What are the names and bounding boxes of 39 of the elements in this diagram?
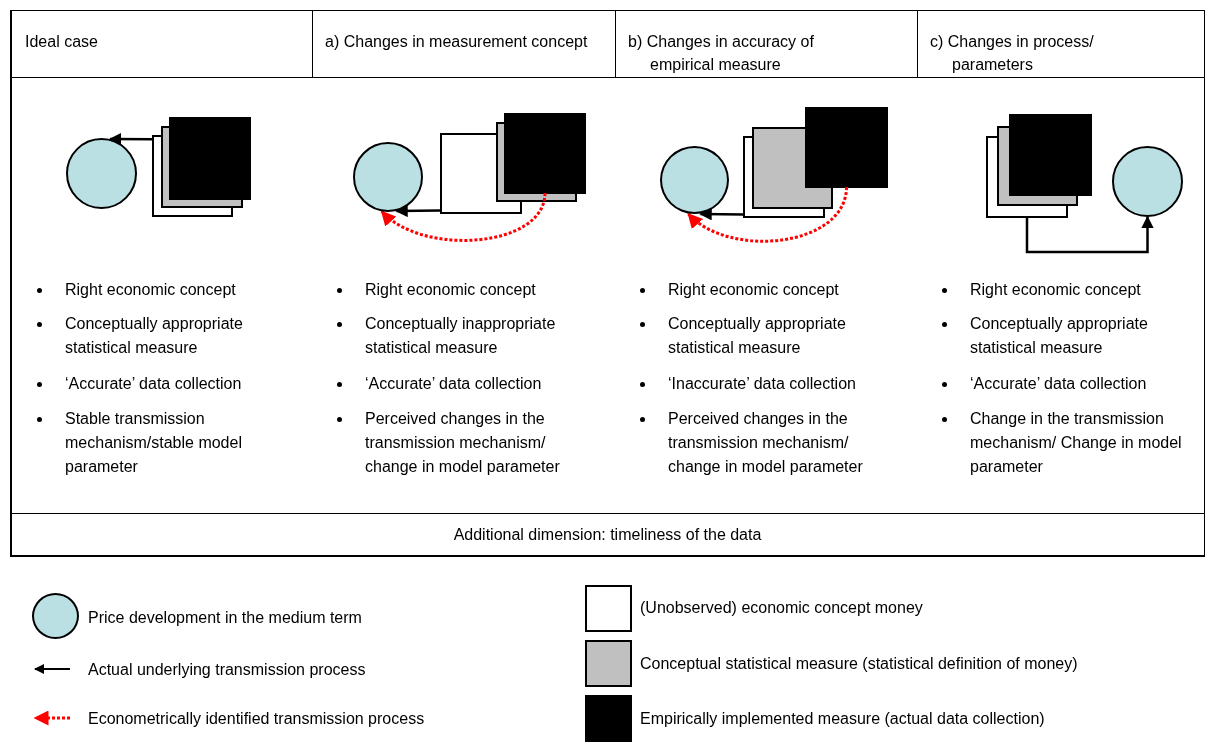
bullet-text: Conceptually appropriate statistical measure [65, 314, 244, 358]
column-heading: c) Changes in process/ parameters [930, 32, 1095, 75]
bullet-text: Perceived changes in the transmission mechanism/ change in model parameter [365, 409, 561, 477]
bullet-text: Right economic concept [970, 280, 1142, 300]
column-heading: b) Changes in accuracy of empirical measure [628, 32, 815, 75]
bullet-text: Right economic concept [65, 280, 237, 300]
bullet-text: ‘Accurate’ data collection [365, 374, 543, 394]
bullet-text: Stable transmission mechanism/stable model parameter [65, 409, 243, 477]
bullet-text: Perceived changes in the transmission mechanism/ change in model parameter [668, 409, 864, 477]
bullet-text: Right economic concept [668, 280, 840, 300]
bullet-text: ‘Accurate’ data collection [65, 374, 243, 394]
legend-text: Econometrically identified transmission process [88, 709, 425, 729]
data-square [169, 117, 251, 200]
footer-note: Additional dimension: timeliness of the data [452, 525, 763, 545]
arrow [699, 207, 744, 221]
bullet-text: Right economic concept [365, 280, 537, 300]
legend-text: Empirically implemented measure (actual data collection) [640, 709, 1045, 729]
arrow [1025, 215, 1154, 254]
data-square [504, 113, 586, 194]
arrow [108, 132, 153, 146]
legend-text: (Unobserved) economic concept money [640, 598, 923, 618]
data-square [1009, 114, 1092, 196]
bullet-text: Conceptually appropriate statistical measure [668, 314, 847, 358]
bullet-text: ‘Inaccurate’ data collection [668, 374, 857, 394]
data-square [805, 107, 888, 188]
column-heading: Ideal case [25, 32, 99, 52]
bullet-text: Conceptually appropriate statistical measure [970, 314, 1149, 358]
arrow [687, 186, 848, 243]
legend-text: Price development in the medium term [88, 608, 362, 628]
measure-square [997, 126, 1078, 206]
arrow [395, 204, 441, 218]
bullet-text: Conceptually inappropriate statistical measure [365, 314, 557, 358]
arrow [380, 192, 547, 242]
bullet-text: Change in the transmission mechanism/ Change in model parameter [970, 409, 1183, 477]
column-heading: a) Changes in measurement concept [325, 32, 589, 52]
measure-square [752, 127, 833, 209]
bullet-text: ‘Accurate’ data collection [970, 374, 1148, 394]
legend-text: Conceptual statistical measure (statistical definition of money) [640, 654, 1078, 674]
legend-text: Actual underlying transmission process [88, 660, 366, 680]
